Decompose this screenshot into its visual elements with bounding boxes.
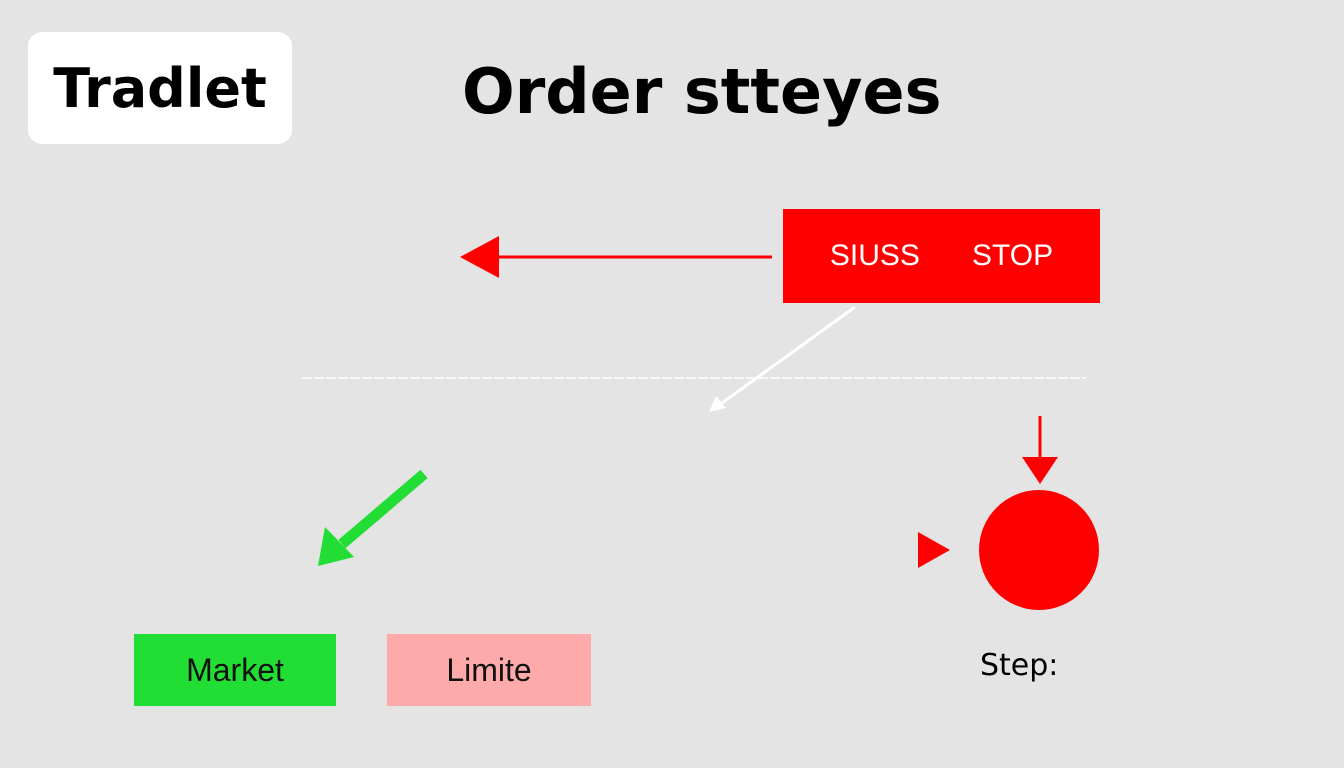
step-label: Step: xyxy=(980,648,1059,683)
red-circle-icon xyxy=(979,490,1099,610)
market-button[interactable]: Market xyxy=(134,634,336,706)
limit-button[interactable]: Limite xyxy=(387,634,591,706)
logo: Tradlet xyxy=(28,32,292,144)
green-diagonal-arrow-shaft xyxy=(338,469,428,549)
stop-box-left-label: SIUSS xyxy=(829,239,920,272)
page-title: Order stteyes xyxy=(462,55,942,128)
red-down-arrow-icon xyxy=(1022,457,1058,484)
red-left-arrow-icon xyxy=(460,236,499,278)
white-diagonal-arrow-icon xyxy=(709,396,726,412)
logo-text: Tradlet xyxy=(53,56,267,120)
stop-box-right-label: STOP xyxy=(971,239,1054,272)
stop-order-box: SIUSS STOP xyxy=(783,209,1100,303)
green-diagonal-arrow-icon xyxy=(318,527,354,566)
white-diagonal-arrow-shaft xyxy=(721,305,856,405)
red-right-triangle-icon xyxy=(918,532,950,568)
